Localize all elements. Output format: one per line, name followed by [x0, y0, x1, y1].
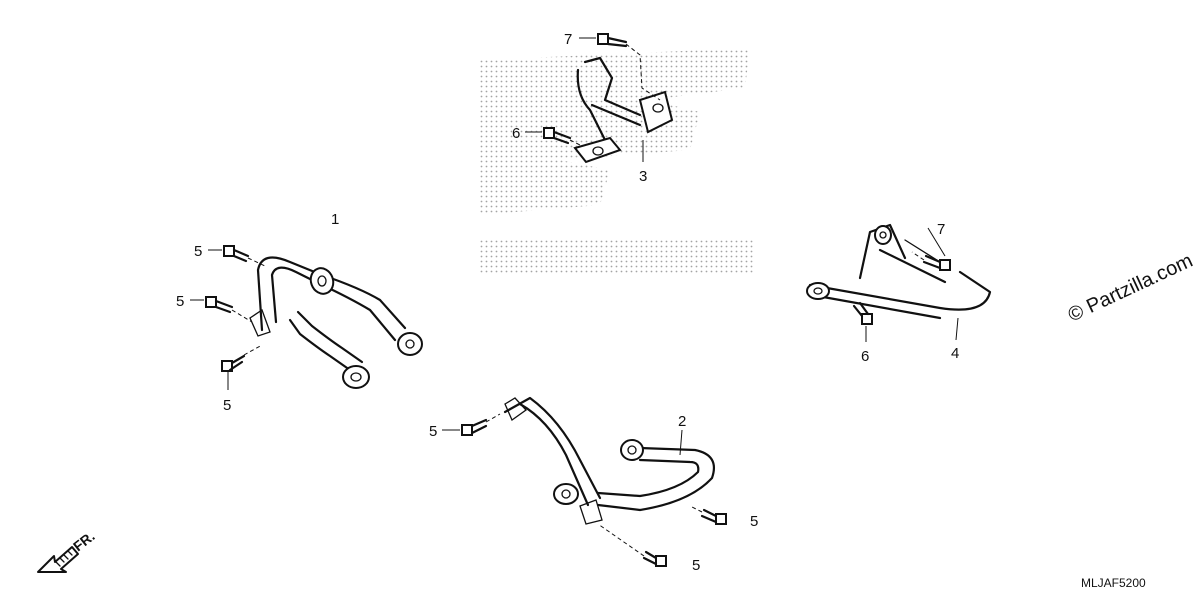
callout-5-f: 5 [692, 557, 700, 574]
bolt-6-top[interactable] [543, 127, 572, 145]
leader-lines [190, 37, 959, 557]
arrow-down-left-icon [37, 546, 79, 573]
part-1-handle[interactable] [249, 256, 423, 389]
callout-7-b: 7 [937, 221, 945, 238]
callout-2: 2 [678, 413, 686, 430]
callout-5-e: 5 [750, 513, 758, 530]
bolt-6-right[interactable] [852, 301, 873, 325]
callout-5-d: 5 [429, 423, 437, 440]
bolt-5-lower-right[interactable] [700, 508, 727, 525]
callout-5-c: 5 [223, 397, 231, 414]
bolt-5-lower-left[interactable] [221, 354, 246, 372]
bolt-5-center-left[interactable] [461, 418, 488, 436]
bolt-7-right[interactable] [922, 254, 951, 271]
bolt-5-upper-left[interactable] [223, 245, 250, 263]
bolt-7-top[interactable] [597, 33, 628, 48]
part-3-bracket[interactable] [573, 56, 674, 164]
callout-5-a: 5 [194, 243, 202, 260]
part-2-handle[interactable] [503, 396, 716, 525]
diagram-code: MLJAF5200 [1081, 576, 1146, 590]
part-4-bracket[interactable] [806, 223, 992, 320]
bolt-5-bottom[interactable] [642, 550, 667, 567]
partzilla-watermark: © Partzilla.com [1065, 250, 1196, 327]
honda-wing-logo-background [480, 48, 755, 275]
callout-4: 4 [951, 345, 959, 362]
callout-6-a: 6 [512, 125, 520, 142]
callout-6-b: 6 [861, 348, 869, 365]
callout-7-a: 7 [564, 31, 572, 48]
callout-5-b: 5 [176, 293, 184, 310]
bolt-5-mid-left[interactable] [205, 296, 234, 314]
callout-1: 1 [331, 211, 339, 228]
callout-3: 3 [639, 168, 647, 185]
